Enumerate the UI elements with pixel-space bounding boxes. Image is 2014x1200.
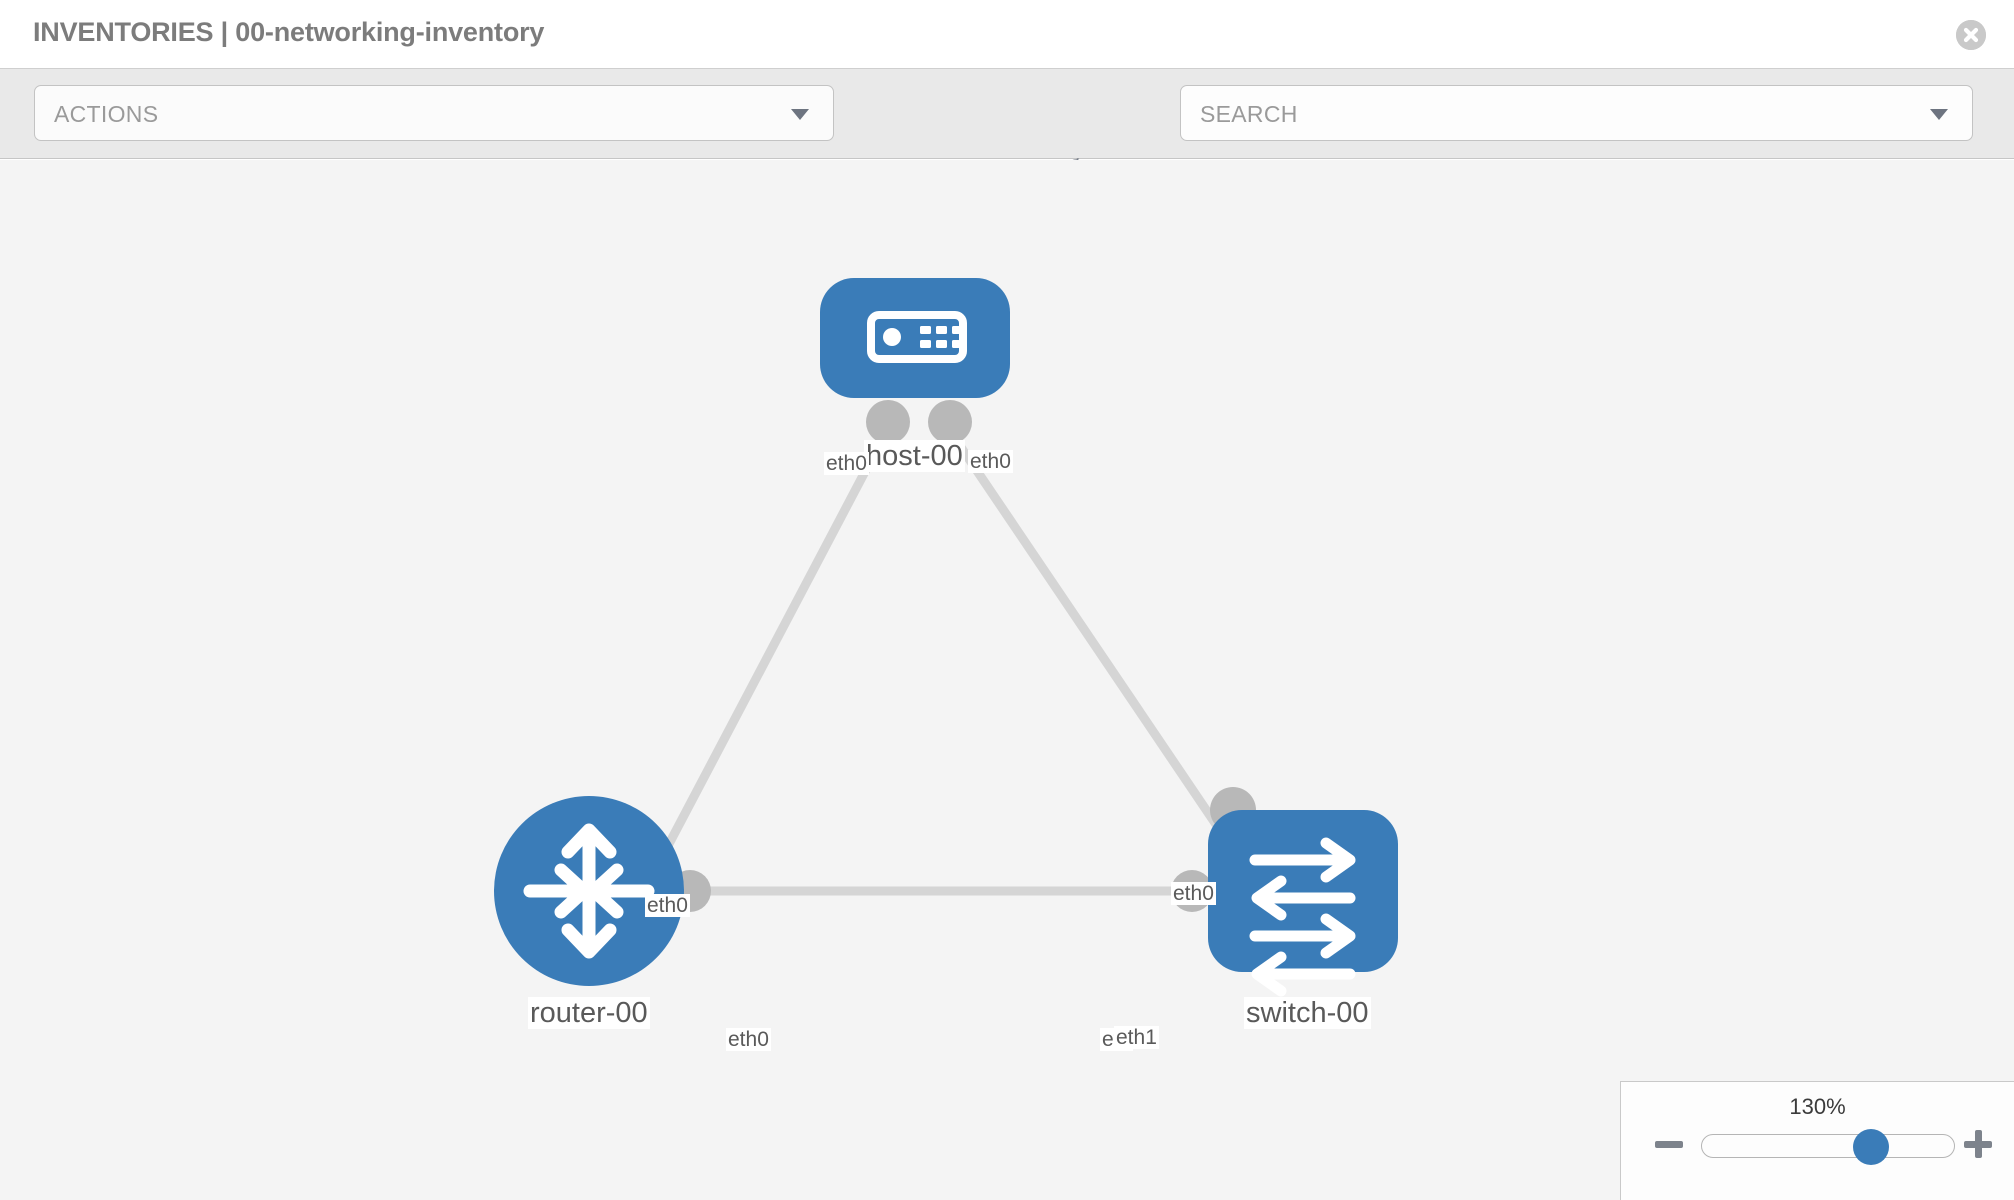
node-switch-00 (1208, 810, 1398, 997)
interface-label-router-up: eth0 (645, 894, 690, 918)
zoom-slider[interactable] (1701, 1129, 1955, 1165)
interface-label-router-right: eth0 (726, 1028, 771, 1052)
page-title: INVENTORIES | 00-networking-inventory (33, 17, 545, 47)
zoom-control-panel: 130% (1620, 1081, 2014, 1200)
actions-dropdown[interactable]: ACTIONS (34, 85, 834, 141)
actions-dropdown-label: ACTIONS (54, 101, 159, 127)
connector-host-right (928, 400, 972, 444)
search-input[interactable]: SEARCH (1180, 85, 1973, 141)
link-host-switch (944, 425, 1244, 863)
router-arrows-icon (523, 823, 655, 959)
interface-label-switch-left: eth1 (1114, 1026, 1159, 1050)
zoom-slider-thumb[interactable] (1852, 1129, 1889, 1165)
topology-links (646, 425, 1244, 896)
zoom-in-button[interactable] (1960, 1126, 1996, 1162)
topology-graph (494, 278, 1398, 997)
interface-label-switch-up: eth0 (1171, 882, 1216, 906)
page-header: INVENTORIES | 00-networking-inventory (0, 0, 2014, 69)
node-router-00 (494, 796, 684, 986)
server-icon (867, 311, 967, 363)
connector-host-left (866, 400, 910, 444)
link-host-router (646, 425, 892, 883)
node-label-host-00: host-00 (864, 440, 965, 473)
close-icon[interactable] (1956, 20, 1986, 50)
node-label-switch-00: switch-00 (1244, 997, 1371, 1030)
topology-canvas[interactable]: host-00 router-00 switch-00 eth0 eth0 et… (0, 160, 2014, 1200)
zoom-out-button[interactable] (1651, 1126, 1687, 1162)
chevron-down-icon[interactable] (1930, 109, 1948, 120)
node-host-00 (820, 278, 1010, 398)
interface-label-host-right: eth0 (968, 450, 1013, 474)
search-placeholder: SEARCH (1200, 101, 1298, 127)
node-label-router-00: router-00 (528, 997, 650, 1030)
toolbar: ACTIONS SEARCH (0, 69, 2014, 194)
topology-connectors (669, 400, 1256, 912)
switch-arrows-icon (1249, 837, 1356, 997)
chevron-down-icon (791, 109, 809, 120)
zoom-percent-label: 130% (1789, 1094, 1846, 1119)
interface-label-host-left: eth0 (824, 452, 869, 476)
